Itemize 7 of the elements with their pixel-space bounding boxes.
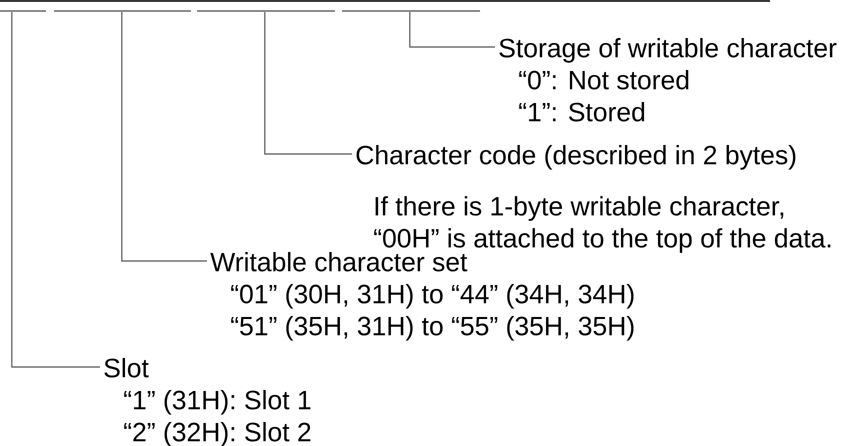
leader-line (409, 12, 495, 48)
leader-line (11, 12, 100, 368)
leader-line (121, 12, 207, 262)
leader-line (264, 12, 352, 155)
annotation-text: Character code (described in 2 bytes) If there is 1-byte writable character, “00H” is attached to the top of the data. (356, 144, 830, 253)
annotation-text: Writable character set “01” (30H, 31H) to “44” (34H, 34H) “51” (35H, 31H) to “55” (35H, 35H) (210, 252, 634, 341)
annotation-text: Storage of writable character “0”: Not stored “1”: Stored (499, 38, 836, 122)
